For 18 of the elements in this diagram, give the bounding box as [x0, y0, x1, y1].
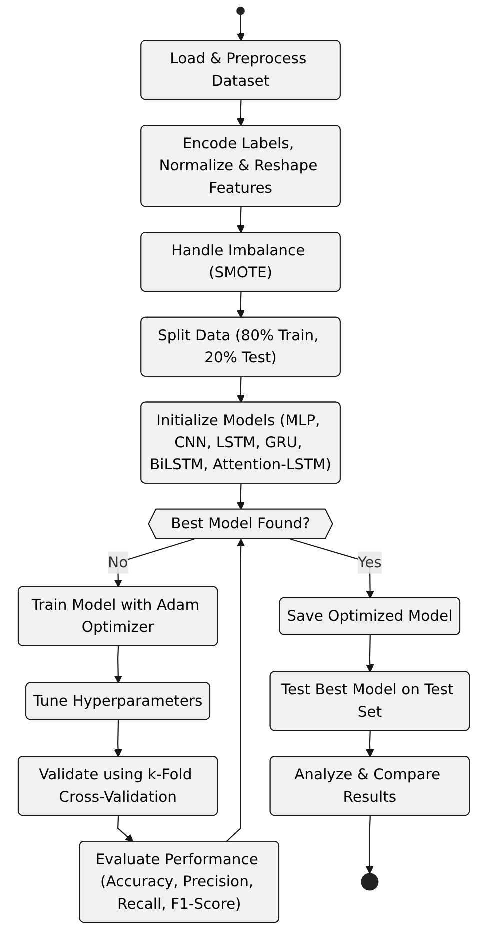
node-circle [236, 6, 245, 16]
arrow [236, 376, 246, 404]
arrow [226, 538, 246, 842]
arrow [236, 292, 246, 318]
arrow [366, 635, 374, 672]
arrow [366, 731, 374, 758]
node-circle [361, 873, 379, 891]
edge-label: Yes [358, 554, 382, 572]
arrow [236, 100, 246, 126]
edge-label: No [108, 554, 128, 572]
arrow [118, 816, 134, 842]
arrow [114, 720, 122, 758]
arrow [114, 646, 122, 684]
arrow [236, 14, 246, 42]
arrow [236, 484, 246, 510]
arrow [114, 538, 195, 588]
arrow [236, 207, 246, 234]
arrow [366, 816, 374, 874]
